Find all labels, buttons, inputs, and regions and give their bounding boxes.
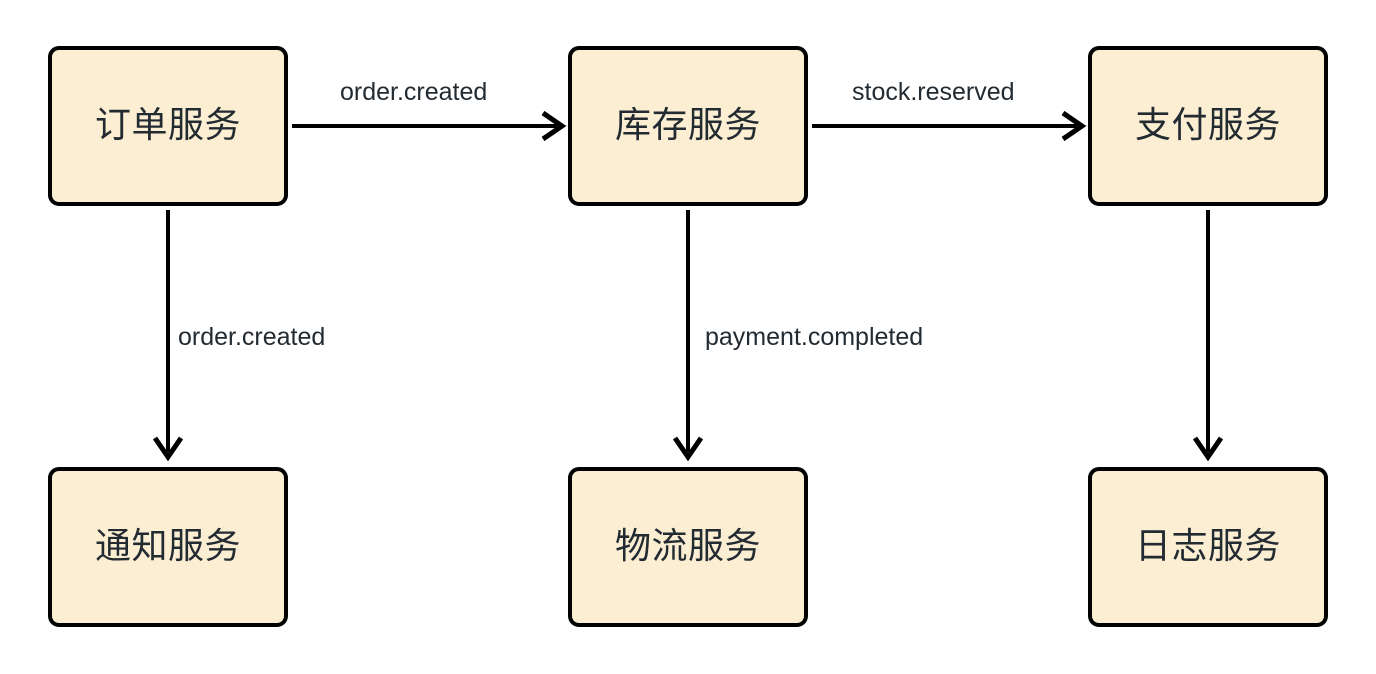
node-label: 日志服务: [1134, 526, 1281, 567]
edge-inventory-to-logistics: [672, 210, 704, 462]
edge-order-to-inventory: [292, 110, 567, 142]
edge-inventory-to-payment: [812, 110, 1087, 142]
edge-label-payment-completed: payment.completed: [705, 323, 924, 351]
node-label: 通知服务: [94, 526, 241, 567]
node-notification-service[interactable]: 通知服务: [48, 467, 288, 627]
node-label: 订单服务: [94, 105, 241, 146]
node-log-service[interactable]: 日志服务: [1088, 467, 1328, 627]
node-label: 库存服务: [614, 105, 761, 146]
edge-label-order-created-horizontal: order.created: [340, 78, 488, 106]
node-label: 支付服务: [1134, 105, 1281, 146]
node-order-service[interactable]: 订单服务: [48, 46, 288, 206]
edge-label-stock-reserved: stock.reserved: [852, 78, 1015, 106]
node-label: 物流服务: [614, 526, 761, 567]
node-logistics-service[interactable]: 物流服务: [568, 467, 808, 627]
edge-label-order-created-vertical: order.created: [178, 323, 326, 351]
edge-payment-to-log: [1192, 210, 1224, 462]
node-payment-service[interactable]: 支付服务: [1088, 46, 1328, 206]
node-inventory-service[interactable]: 库存服务: [568, 46, 808, 206]
